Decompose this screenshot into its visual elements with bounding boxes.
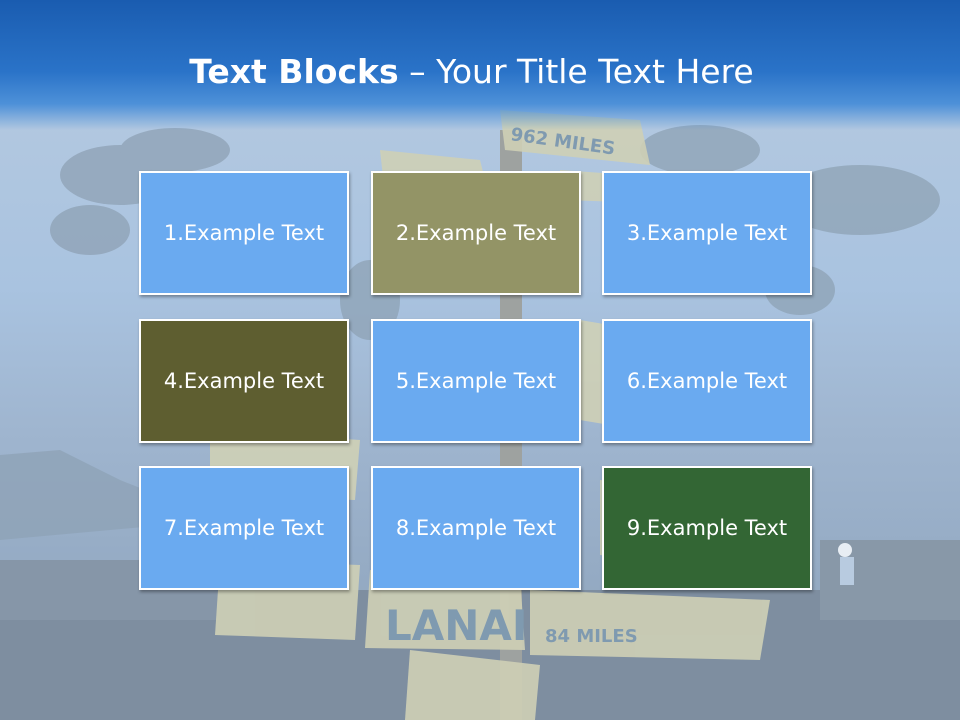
text-block-8[interactable]: 8.Example Text xyxy=(371,466,581,590)
text-block-label: 8.Example Text xyxy=(395,516,557,540)
text-block-2[interactable]: 2.Example Text xyxy=(371,171,581,295)
title-rest: Your Title Text Here xyxy=(436,52,754,91)
text-block-1[interactable]: 1.Example Text xyxy=(139,171,349,295)
text-block-3[interactable]: 3.Example Text xyxy=(602,171,812,295)
text-block-label: 6.Example Text xyxy=(626,369,788,393)
text-block-7[interactable]: 7.Example Text xyxy=(139,466,349,590)
text-block-5[interactable]: 5.Example Text xyxy=(371,319,581,443)
text-block-label: 4.Example Text xyxy=(163,369,325,393)
text-block-4[interactable]: 4.Example Text xyxy=(139,319,349,443)
text-block-label: 1.Example Text xyxy=(163,221,325,245)
sign-text-84-miles: 84 MILES xyxy=(545,626,638,647)
title-band xyxy=(0,0,960,130)
text-block-6[interactable]: 6.Example Text xyxy=(602,319,812,443)
text-block-label: 7.Example Text xyxy=(163,516,325,540)
title-dash: – xyxy=(398,52,437,91)
text-block-9[interactable]: 9.Example Text xyxy=(602,466,812,590)
text-block-label: 3.Example Text xyxy=(626,221,788,245)
sign-text-lanai: LANAI xyxy=(385,601,528,650)
slide-title: Text Blocks – Your Title Text Here xyxy=(0,52,943,91)
title-bold: Text Blocks xyxy=(189,52,399,91)
text-block-label: 2.Example Text xyxy=(395,221,557,245)
text-block-label: 9.Example Text xyxy=(626,516,788,540)
text-block-label: 5.Example Text xyxy=(395,369,557,393)
